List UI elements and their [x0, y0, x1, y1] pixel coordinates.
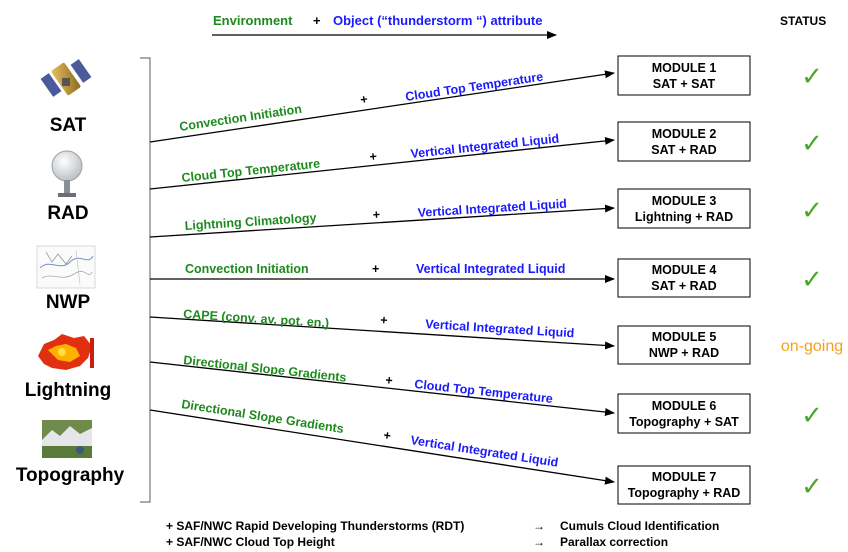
header-object: Object (“thunderstorm “) attribute	[333, 13, 542, 28]
source-label-rad: RAD	[47, 203, 88, 224]
module-3-environment: Lightning Climatology	[184, 211, 317, 233]
footer-note-1-arrow: →	[533, 519, 545, 533]
module-6-combo: Topography + SAT	[629, 415, 739, 429]
header: Environment + Object (“thunderstorm “) a…	[212, 13, 826, 39]
source-bracket	[140, 57, 151, 503]
module-6-environment: Directional Slope Gradients	[183, 353, 348, 385]
footer-note-1-left: + SAF/NWC Rapid Developing Thunderstorms…	[166, 519, 464, 533]
module-3-name: MODULE 3	[652, 194, 717, 208]
module-2-object: Vertical Integrated Liquid	[410, 131, 560, 161]
module-6-name: MODULE 6	[652, 399, 717, 413]
module-row-2: Cloud Top Temperature + Vertical Integra…	[149, 121, 823, 190]
module-5-environment: CAPE (conv. av. pot. en.)	[183, 307, 330, 330]
module-7-box	[617, 465, 751, 505]
radar-dome-icon	[51, 150, 83, 197]
module-4-status-check: ✓	[801, 265, 823, 295]
module-6-plus: +	[385, 373, 394, 388]
module-4-plus: +	[372, 262, 379, 276]
module-3-combo: Lightning + RAD	[635, 210, 733, 224]
lightning-map-icon	[32, 331, 98, 373]
module-1-status-check: ✓	[801, 62, 823, 92]
module-1-name: MODULE 1	[652, 61, 717, 75]
module-3-object: Vertical Integrated Liquid	[417, 197, 567, 220]
module-5-combo: NWP + RAD	[649, 346, 719, 360]
footer-note-2-right: Parallax correction	[560, 535, 668, 549]
module-5-plus: +	[380, 313, 388, 327]
weather-map-icon	[36, 245, 96, 289]
module-1-arrow	[149, 70, 615, 143]
module-6-status-check: ✓	[801, 401, 823, 431]
module-1-box	[617, 55, 751, 96]
source-label-nwp: NWP	[46, 292, 91, 313]
module-3-box	[617, 188, 751, 229]
module-7-name: MODULE 7	[652, 470, 717, 484]
source-label-topography: Topography	[16, 465, 125, 486]
header-environment: Environment	[213, 13, 293, 28]
module-row-3: Lightning Climatology + Vertical Integra…	[149, 188, 823, 238]
module-6-object: Cloud Top Temperature	[414, 377, 554, 406]
module-4-object: Vertical Integrated Liquid	[416, 262, 565, 276]
header-plus: +	[313, 13, 321, 28]
module-2-combo: SAT + RAD	[651, 143, 716, 157]
module-3-status-check: ✓	[801, 196, 823, 226]
satellite-icon	[40, 59, 92, 97]
module-7-status-check: ✓	[801, 472, 823, 502]
module-7-combo: Topography + RAD	[628, 486, 741, 500]
module-4-box	[617, 258, 751, 298]
module-7-object: Vertical Integrated Liquid	[410, 433, 560, 470]
source-label-lightning: Lightning	[25, 380, 112, 401]
module-1-plus: +	[359, 92, 368, 107]
module-4-name: MODULE 4	[652, 263, 717, 277]
module-7-environment: Directional Slope Gradients	[181, 397, 345, 436]
module-2-status-check: ✓	[801, 129, 823, 159]
module-2-name: MODULE 2	[652, 127, 717, 141]
source-label-sat: SAT	[50, 115, 87, 136]
footer-note-2-left: + SAF/NWC Cloud Top Height	[166, 535, 335, 549]
module-4-environment: Convection Initiation	[185, 262, 309, 276]
module-5-box	[617, 325, 751, 365]
status-header: STATUS	[780, 14, 826, 28]
module-3-arrow	[149, 204, 615, 238]
module-4-combo: SAT + RAD	[651, 279, 716, 293]
module-row-4: Convection Initiation + Vertical Integra…	[150, 258, 823, 298]
module-7-arrow	[149, 409, 615, 485]
topography-image-icon	[42, 420, 92, 458]
module-3-plus: +	[372, 208, 380, 222]
module-6-arrow	[149, 361, 615, 416]
footer-note-2-arrow: →	[533, 535, 545, 549]
module-5-name: MODULE 5	[652, 330, 717, 344]
module-2-plus: +	[369, 149, 378, 164]
footer-notes: + SAF/NWC Rapid Developing Thunderstorms…	[166, 519, 719, 549]
module-2-arrow	[149, 136, 615, 190]
source-labels: SAT RAD NWP Lightning Topography	[16, 115, 125, 486]
module-6-box	[617, 393, 751, 434]
module-2-environment: Cloud Top Temperature	[181, 157, 321, 185]
module-7-plus: +	[383, 428, 392, 443]
module-2-box	[617, 121, 751, 162]
footer-note-1-right: Cumuls Cloud Identification	[560, 519, 719, 533]
module-1-combo: SAT + SAT	[653, 77, 716, 91]
module-5-arrow	[149, 316, 615, 350]
module-5-status-ongoing: on-going	[781, 338, 843, 355]
module-row-5: CAPE (conv. av. pot. en.) + Vertical Int…	[149, 307, 843, 365]
module-5-object: Vertical Integrated Liquid	[425, 317, 575, 340]
